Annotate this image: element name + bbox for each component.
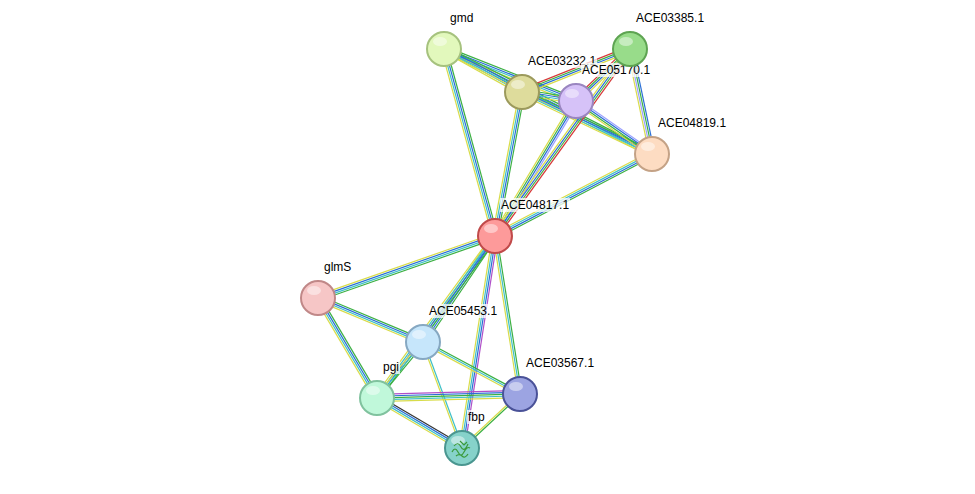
evidence-line: [588, 112, 638, 147]
interaction-edge: [501, 113, 570, 223]
protein-node: gmd: [426, 31, 462, 67]
node-label: pgi: [382, 360, 400, 374]
protein-node: ACE05453.1: [405, 324, 441, 360]
node-label: glmS: [323, 260, 352, 274]
evidence-line: [590, 109, 640, 144]
interaction-edge: [446, 64, 494, 222]
evidence-line: [451, 64, 494, 220]
evidence-line: [391, 405, 448, 439]
protein-node: ACE05170.1: [558, 83, 594, 119]
interaction-edge: [508, 159, 639, 231]
evidence-line: [325, 312, 368, 384]
node-label: ACE05170.1: [581, 63, 651, 77]
evidence-line: [449, 64, 492, 220]
node-label: ACE03567.1: [525, 356, 595, 370]
evidence-line: [333, 303, 408, 335]
protein-structure: [446, 432, 477, 463]
protein-node: ACE04817.1: [477, 218, 513, 254]
node-label: ACE03385.1: [635, 11, 705, 25]
interaction-edge: [332, 302, 410, 339]
evidence-line: [390, 407, 447, 441]
evidence-line: [464, 252, 492, 432]
protein-node: ACE04819.1: [634, 136, 670, 172]
node-label: ACE05453.1: [428, 304, 498, 318]
interaction-edge: [588, 108, 641, 147]
node-highlight: [307, 286, 321, 295]
evidence-line: [428, 357, 456, 433]
interaction-edge: [462, 251, 495, 432]
interaction-edge: [436, 348, 506, 388]
protein-node: pgi: [359, 380, 395, 416]
evidence-line: [467, 252, 495, 432]
protein-node: ACE03567.1: [502, 376, 538, 412]
interaction-edge: [389, 404, 449, 442]
evidence-line: [510, 162, 639, 229]
node-highlight: [484, 224, 498, 233]
protein-node: glmS: [300, 280, 336, 316]
evidence-line: [509, 161, 638, 228]
evidence-line: [589, 111, 639, 146]
protein-node: ACE03385.1: [612, 31, 648, 67]
node-highlight: [366, 386, 380, 395]
evidence-line: [327, 311, 370, 383]
evidence-line: [508, 159, 637, 226]
protein-node: fbp: [444, 430, 480, 466]
node-label: ACE04817.1: [500, 198, 570, 212]
protein-node: ACE03232.1: [504, 74, 540, 110]
node-highlight: [412, 330, 426, 339]
evidence-line: [333, 240, 480, 291]
evidence-line: [498, 252, 518, 378]
evidence-line: [332, 305, 407, 337]
evidence-line: [324, 313, 367, 385]
evidence-line: [462, 251, 490, 431]
node-highlight: [619, 37, 633, 46]
evidence-line: [437, 350, 506, 387]
evidence-line: [447, 65, 490, 221]
evidence-line: [328, 310, 371, 382]
evidence-line: [446, 65, 489, 221]
node-highlight: [511, 80, 525, 89]
node-highlight: [641, 142, 655, 151]
evidence-line: [393, 398, 504, 401]
evidence-line: [332, 307, 407, 339]
node-label: ACE04819.1: [657, 116, 727, 130]
evidence-line: [434, 251, 488, 331]
node-highlight: [565, 89, 579, 98]
interaction-edge: [324, 310, 371, 385]
node-label: fbp: [467, 410, 486, 424]
evidence-line: [334, 302, 409, 334]
evidence-line: [332, 239, 479, 290]
evidence-line: [438, 348, 507, 385]
evidence-line: [436, 351, 505, 388]
interaction-edge: [496, 252, 520, 379]
node-label: gmd: [449, 11, 474, 25]
evidence-line: [499, 252, 519, 378]
evidence-line: [591, 108, 641, 143]
interaction-edge: [393, 391, 504, 401]
evidence-line: [496, 252, 516, 378]
evidence-line: [392, 404, 449, 438]
evidence-line: [389, 408, 446, 442]
node-highlight: [433, 37, 447, 46]
node-highlight: [509, 382, 523, 391]
evidence-line: [465, 252, 493, 432]
